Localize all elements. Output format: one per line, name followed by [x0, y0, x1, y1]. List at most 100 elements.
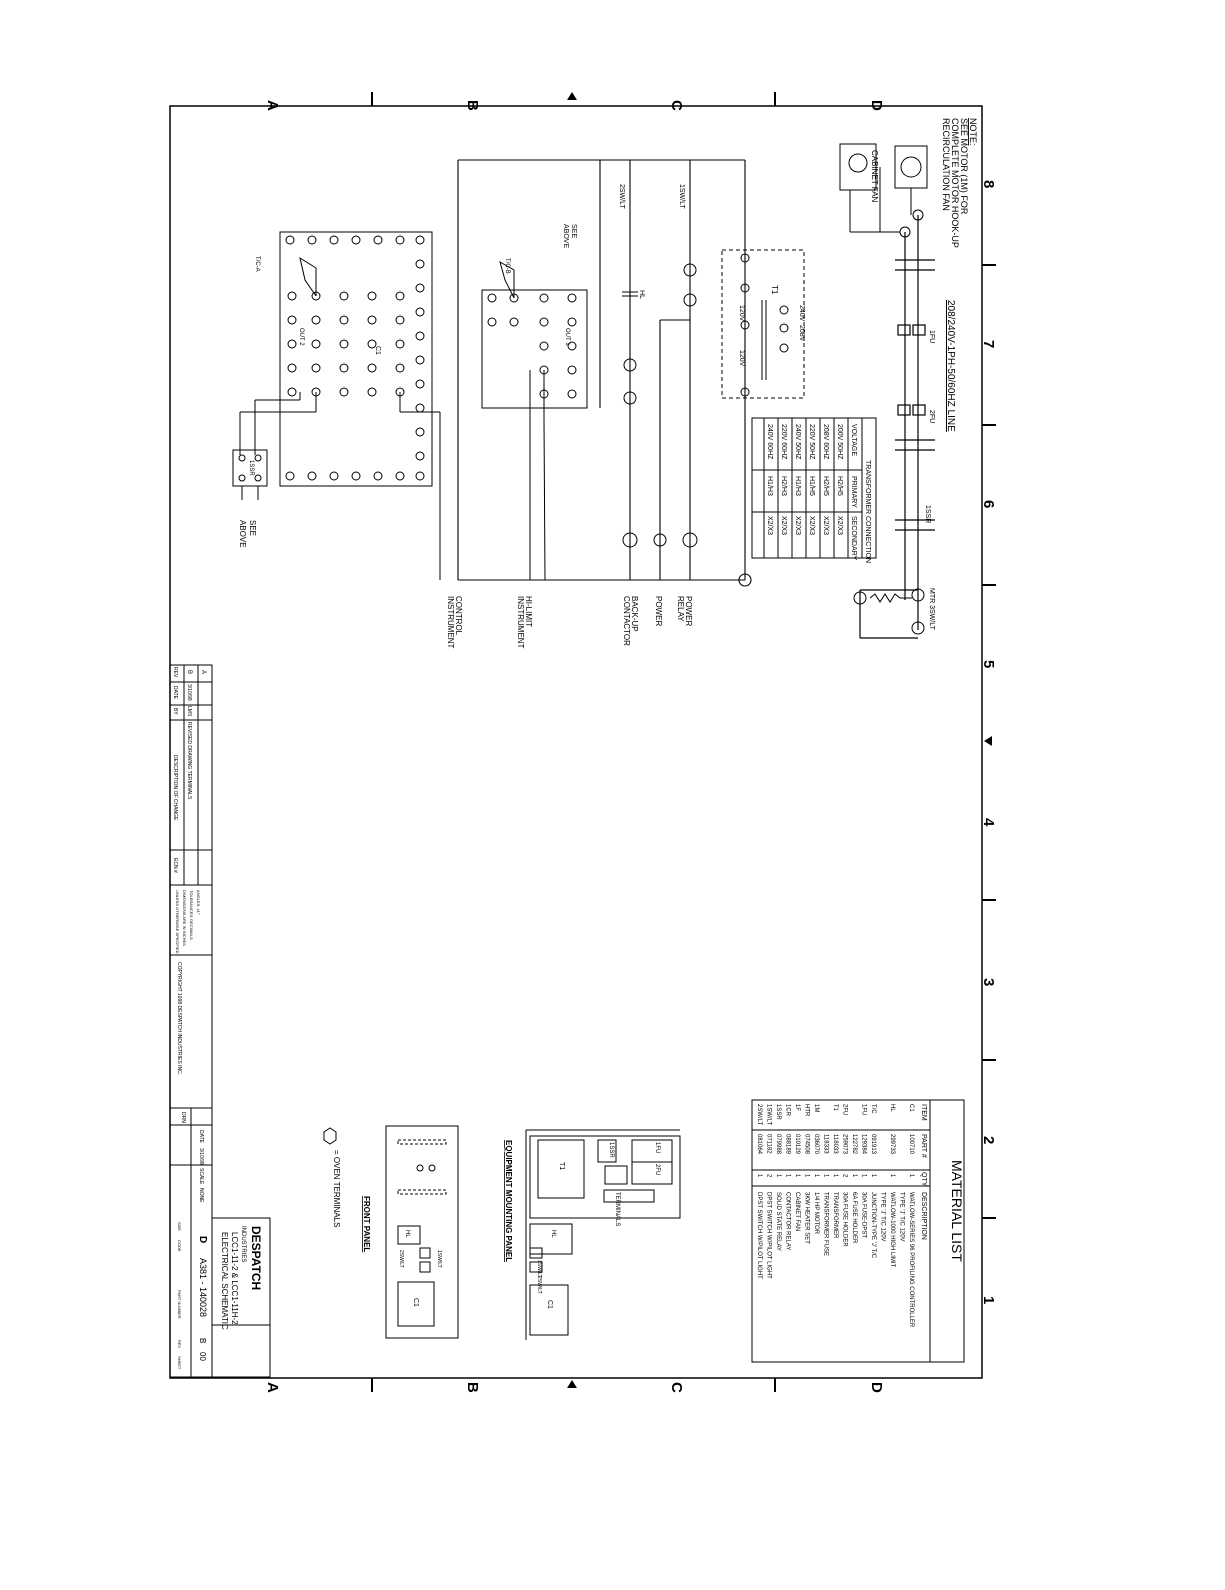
heater-element: [853, 588, 925, 635]
tx-table-cell: 200V 50HZ: [836, 424, 843, 460]
code-size: SIZE: [177, 1222, 182, 1231]
tx-table-cell: X2/X3: [808, 516, 815, 535]
oven-terminal-hex-icon: [323, 1127, 337, 1145]
fuse-2fu-label: 2FU: [928, 410, 935, 423]
material-list-cell: 30A FUSE HOLDER: [842, 1192, 848, 1247]
material-list-cell: HL: [889, 1104, 895, 1112]
power-rails: [859, 215, 935, 639]
control-block: [239, 231, 441, 580]
material-list-cell: 1M: [813, 1104, 819, 1112]
rev-row-b-rev: B: [186, 670, 192, 674]
motor-fan-group: [839, 143, 928, 238]
tx-120v-1: 120V: [738, 305, 745, 322]
tolerance-2: DIMENSIONS ARE IN INCHES: [182, 890, 187, 946]
note-heading: NOTE:: [968, 118, 978, 146]
tx-table-cell: 220V 50HZ: [808, 424, 815, 460]
material-list-cell: 074508: [804, 1134, 810, 1155]
code-code: CODE: [177, 1240, 182, 1252]
tx-240v: 240V: [798, 305, 805, 322]
ep-2fu: 2FU: [654, 1164, 660, 1175]
material-list-cell: 010129: [794, 1134, 800, 1155]
front-panel: [385, 1125, 459, 1339]
material-list-cell: 1: [851, 1174, 857, 1178]
title-line-1: LCC1-11-2 & LCC1-11H-2: [230, 1232, 239, 1325]
tolerance-4: ANGLES: ±1°: [196, 890, 201, 915]
sheet-number: 00: [198, 1352, 207, 1361]
date-label: DATE: [198, 1130, 204, 1144]
control-rails: [457, 159, 752, 587]
control-c1-label: C1: [374, 346, 381, 355]
tx-table-cell: H1/H5: [808, 476, 815, 496]
zone-number-2: 2: [980, 1136, 997, 1144]
tx-table-cell: X2/X3: [766, 516, 773, 535]
see-above-1: SEE: [570, 224, 577, 238]
see-above-ssr-1: SEE: [248, 520, 257, 536]
tx-table-cell: H1/H3: [766, 476, 773, 496]
material-list-title: MATERIAL LIST: [949, 1160, 965, 1262]
fp-sw1: 1SW/LT: [436, 1250, 442, 1268]
material-list-cell: 1F: [794, 1104, 800, 1111]
tx-table-cell: H2/H5: [822, 476, 829, 496]
material-list-cell: 1: [870, 1174, 876, 1178]
material-list-cell: 100710: [908, 1134, 914, 1155]
arrow-marks: [567, 92, 992, 1388]
material-list-cell: 1: [823, 1174, 829, 1178]
material-list-cell: WATLOW-SERIES 96 PROFILING CONTROLLER: [908, 1192, 914, 1328]
control-instrument-label-2: INSTRUMENT: [446, 596, 455, 649]
material-list-cell: TRANSFORMER: [832, 1192, 838, 1239]
ml-h-qty: QTY: [920, 1172, 927, 1187]
size-letter: D: [197, 1236, 208, 1243]
hi-limit-block: [481, 260, 588, 581]
material-list-cell: C1: [908, 1104, 914, 1112]
note-block: NOTE: SEE MOTOR (1M) FOR COMPLETE MOTOR …: [941, 118, 978, 248]
material-list-cell: DPST SWITCH W/PILOT LIGHT: [766, 1192, 772, 1279]
tx-table-cell: 240V 60HZ: [766, 424, 773, 460]
backup-contactor-label-1: BACK-UP: [630, 596, 639, 632]
copyright: COPYRIGHT 1998 DESPATCH INDUSTRIES INC.: [176, 962, 182, 1075]
company-name: DESPATCH: [249, 1226, 263, 1290]
ep-t1: T1: [558, 1162, 565, 1170]
tx-table-h1: PRIMARY: [850, 476, 857, 508]
rev-row-a-rev: A: [200, 670, 206, 674]
fp-c1: C1: [412, 1298, 419, 1307]
tx-208v: 208V: [798, 325, 805, 342]
material-list-cell: 081064: [756, 1134, 762, 1155]
material-list-cell: 1: [861, 1174, 867, 1178]
tx-table-cell: 220V 60HZ: [780, 424, 787, 460]
zone-letter-a-top: A: [264, 100, 281, 111]
tx-table-h2: SECONDARY: [850, 516, 857, 561]
material-list-cell: 1: [756, 1174, 762, 1178]
control-instrument-label-1: CONTROL: [454, 596, 463, 636]
material-list-cell: JUNCTION-TYPE 'J' T/C: [870, 1192, 876, 1259]
backup-contactor-label-2: CONTACTOR: [622, 596, 631, 646]
tx-table-cell: 240V 50HZ: [794, 424, 801, 460]
control-out2: OUT 2: [298, 328, 304, 346]
tx-table-cell: H1/H3: [794, 476, 801, 496]
transformer-windings: [740, 253, 789, 397]
fp-sw2: 2SW/LT: [398, 1250, 404, 1268]
material-list-cell: T/C: [870, 1104, 876, 1114]
material-list-cell: 091913: [870, 1134, 876, 1155]
tx-table-cell: X2/X3: [836, 516, 843, 535]
heater-label: MTR 3SW/LT: [928, 588, 935, 631]
tx-table-title: TRANSFORMER CONNECTION: [864, 460, 871, 563]
rev-h-by: BY: [172, 708, 178, 715]
code-sheet: SHEET: [177, 1356, 182, 1370]
material-list-cell: T1: [832, 1104, 838, 1112]
material-list-cell: TYPE 'J' T/C 120V: [899, 1192, 905, 1242]
material-list-cell: 1/4 HP MOTOR: [813, 1192, 819, 1235]
material-list-cell: 1: [794, 1174, 800, 1178]
material-list-cell: 1: [804, 1174, 810, 1178]
material-list-cell: 088189: [785, 1134, 791, 1155]
zone-letter-d-top: D: [868, 100, 885, 111]
material-list-cell: 1: [889, 1174, 895, 1178]
power-relay-label-2: RELAY: [676, 596, 685, 622]
zone-letter-b-top: B: [464, 100, 481, 111]
ep-c1: C1: [546, 1300, 553, 1309]
drawn-by: DRN: [180, 1112, 186, 1123]
material-list-cell: CONTACTOR RELAY: [785, 1192, 791, 1250]
zone-ticks-top: [371, 92, 996, 1392]
transformer-table: [751, 417, 877, 559]
zone-number-7: 7: [980, 340, 997, 348]
